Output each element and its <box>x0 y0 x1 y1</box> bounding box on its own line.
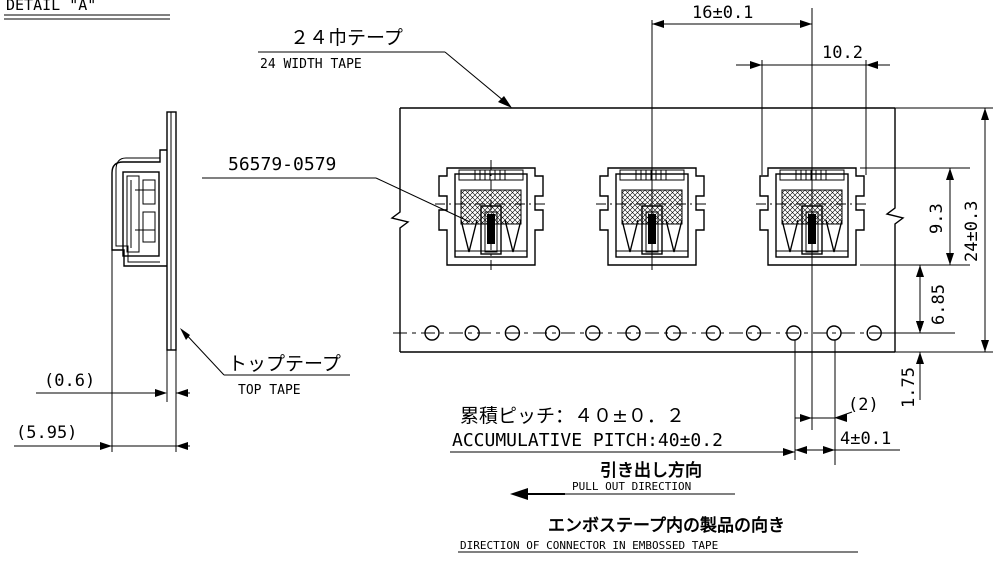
top-tape-callout: トップテープ TOP TAPE <box>180 328 350 398</box>
pocket-1 <box>435 160 547 273</box>
sprocket-hole <box>625 325 641 341</box>
dim-6-85-text: 6.85 <box>929 284 949 325</box>
detail-title: DETAIL "A" <box>6 0 96 14</box>
sprocket-hole <box>585 325 601 341</box>
sprocket-hole <box>826 325 842 341</box>
pull-out-en: PULL OUT DIRECTION <box>572 480 691 493</box>
sprocket-hole <box>504 325 521 341</box>
sprocket-hole <box>544 325 561 341</box>
dim-4-text: 4±0.1 <box>840 429 891 449</box>
dim-16-text: 16±0.1 <box>692 3 753 23</box>
sprocket-hole <box>665 325 681 341</box>
top-tape-en: TOP TAPE <box>238 383 301 398</box>
accum-pitch: 累積ピッチ：４０±０．２ ACCUMULATIVE PITCH:40±0.2 <box>450 405 795 456</box>
pull-out-jp: 引き出し方向 <box>600 460 702 481</box>
direction-note: エンボステープ内の製品の向き DIRECTION OF CONNECTOR IN… <box>458 515 858 553</box>
tape-width-jp: ２４巾テープ <box>290 27 403 49</box>
tape-width-en: 24 WIDTH TAPE <box>260 57 362 72</box>
side-view <box>111 111 177 452</box>
direction-en: DIRECTION OF CONNECTOR IN EMBOSSED TAPE <box>460 539 718 552</box>
top-tape-jp: トップテープ <box>228 353 341 375</box>
dim-5-95: (5.95) <box>14 423 190 450</box>
pull-out-direction: 引き出し方向 PULL OUT DIRECTION <box>510 460 735 500</box>
direction-jp: エンボステープ内の製品の向き <box>548 515 785 536</box>
sprocket-hole <box>786 325 802 341</box>
dim-0-6-text: (0.6) <box>44 371 95 391</box>
sprocket-hole <box>705 325 722 341</box>
dim-10-2-text: 10.2 <box>822 43 863 63</box>
tape-width-callout: ２４巾テープ 24 WIDTH TAPE <box>258 27 512 108</box>
dim-24-text: 24±0.3 <box>962 201 982 262</box>
dim-right: 24±0.3 9.3 6.85 1.75 <box>860 107 993 408</box>
dim-9-3-text: 9.3 <box>927 203 947 234</box>
tape-body <box>390 107 905 353</box>
accum-pitch-jp: 累積ピッチ：４０±０．２ <box>460 405 685 427</box>
dim-10-2: 10.2 <box>736 43 890 175</box>
dim-5-95-text: (5.95) <box>16 423 77 443</box>
sprocket-hole <box>424 325 440 341</box>
part-number-callout: 56579-0579 <box>202 154 471 223</box>
accum-pitch-en: ACCUMULATIVE PITCH:40±0.2 <box>452 430 723 451</box>
dim-0-6: (0.6) <box>36 371 190 397</box>
sprocket-hole <box>745 325 762 341</box>
dim-bottom-right: (2) 4±0.1 <box>794 340 900 465</box>
sprocket-holes <box>393 325 895 341</box>
pull-out-arrow <box>510 488 528 500</box>
part-number: 56579-0579 <box>228 154 336 175</box>
sprocket-hole <box>464 325 480 341</box>
dim-2-text: (2) <box>848 395 879 415</box>
dim-16: 16±0.1 <box>651 3 813 340</box>
dim-1-75-text: 1.75 <box>899 367 919 408</box>
